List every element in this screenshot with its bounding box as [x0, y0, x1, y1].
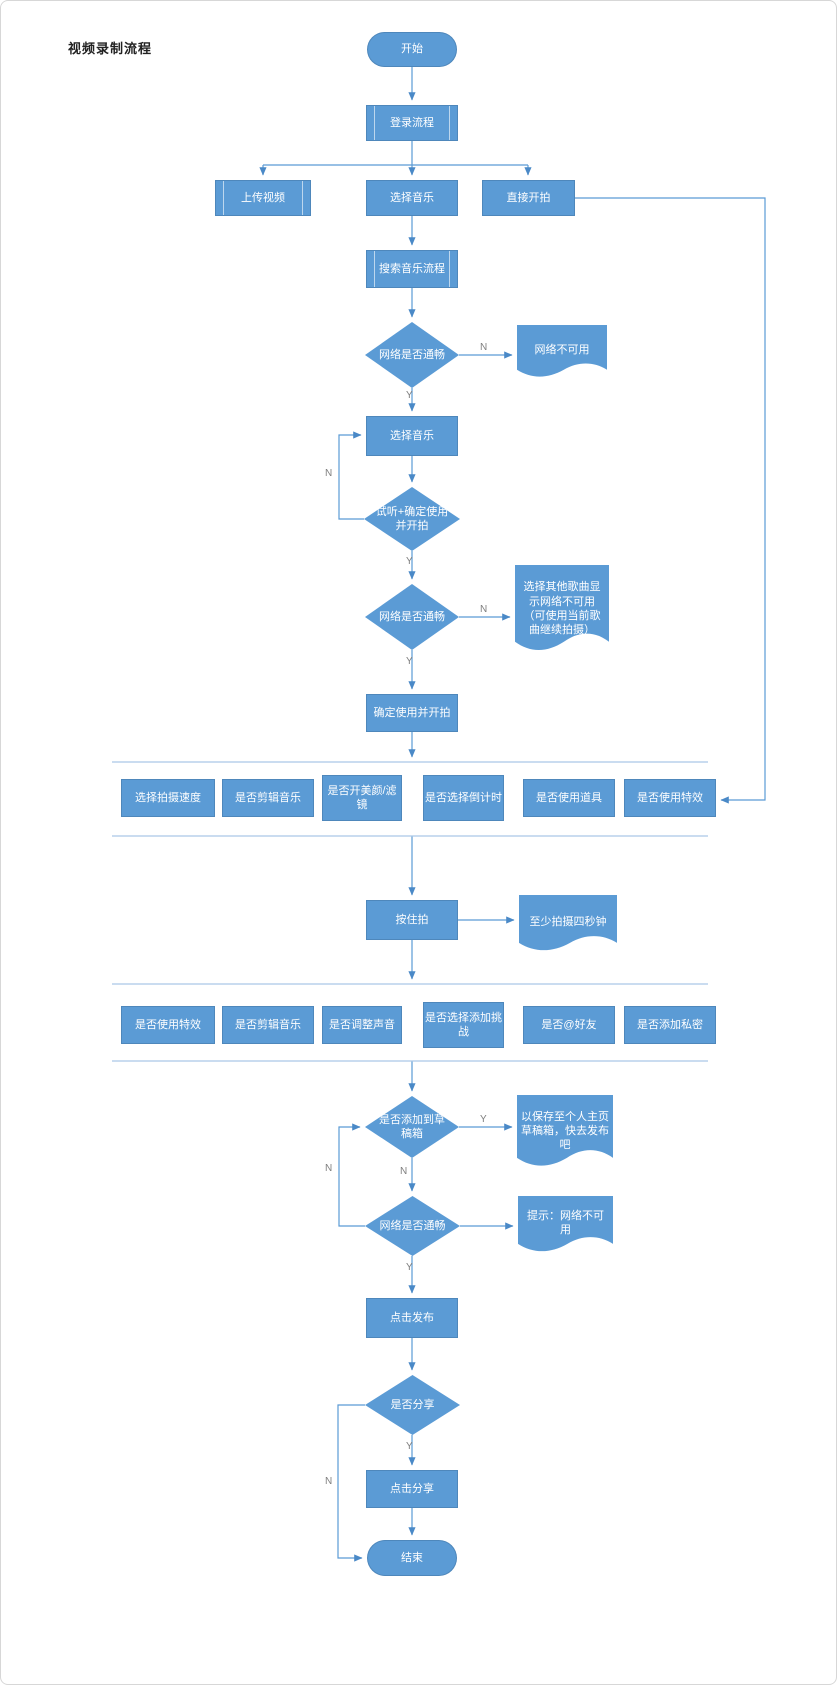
option-row2-private: 是否添加私密	[624, 1006, 716, 1044]
network-tip-document: 提示：网络不可用	[518, 1196, 613, 1258]
edge-label-y-draft: Y	[480, 1114, 487, 1125]
edge-label-n-share: N	[325, 1476, 333, 1487]
click-publish-node: 点击发布	[366, 1298, 458, 1338]
option-row1-edit-music: 是否剪辑音乐	[222, 779, 314, 817]
start-node: 开始	[367, 32, 457, 67]
edge-label-y3: Y	[406, 656, 413, 667]
option-row2-edit-music: 是否剪辑音乐	[222, 1006, 314, 1044]
network-unavailable-document: 网络不可用	[517, 325, 607, 383]
edge-label-y-share: Y	[406, 1441, 413, 1452]
option-row2-adjust-sound: 是否调整声音	[322, 1006, 402, 1044]
upload-video-node: 上传视频	[215, 180, 311, 216]
draft-saved-document: 以保存至个人主页草稿箱，快去发布吧	[517, 1095, 613, 1175]
document-shape	[518, 1196, 613, 1252]
document-shape	[515, 565, 609, 651]
flowchart-title: 视频录制流程	[68, 41, 153, 56]
other-song-unavailable-document: 选择其他歌曲显示网络不可用（可使用当前歌曲继续拍摄）	[515, 565, 609, 661]
login-process-node: 登录流程	[366, 105, 458, 141]
click-share-node: 点击分享	[366, 1470, 458, 1508]
min-duration-document: 至少拍摄四秒钟	[519, 895, 617, 957]
confirm-shoot-node: 确定使用并开拍	[366, 694, 458, 732]
end-node: 结束	[367, 1540, 457, 1576]
option-row1-beauty-filter: 是否开美颜/滤镜	[322, 775, 402, 821]
edge-label-n-loop2: N	[325, 1163, 333, 1174]
choose-music-node: 选择音乐	[366, 180, 458, 216]
option-row1-effects: 是否使用特效	[624, 779, 716, 817]
edge-label-y1: Y	[406, 390, 413, 401]
option-row1-shoot-speed: 选择拍摄速度	[121, 779, 215, 817]
choose-music-2-node: 选择音乐	[366, 416, 458, 456]
document-shape	[517, 1095, 613, 1166]
edge-label-y-net3: Y	[406, 1262, 413, 1273]
option-row2-add-challenge: 是否选择添加挑战	[423, 1002, 504, 1048]
hold-to-shoot-node: 按住拍	[366, 900, 458, 940]
edge-label-n-draft: N	[400, 1166, 408, 1177]
document-shape	[519, 895, 617, 951]
option-row2-effects: 是否使用特效	[121, 1006, 215, 1044]
option-row2-at-friends: 是否@好友	[523, 1006, 615, 1044]
edge-label-n2: N	[480, 604, 488, 615]
direct-shoot-node: 直接开拍	[482, 180, 575, 216]
edge-label-n-loop1: N	[325, 468, 333, 479]
option-row1-props: 是否使用道具	[523, 779, 615, 817]
search-music-process-node: 搜索音乐流程	[366, 250, 458, 288]
edge-label-n1: N	[480, 342, 488, 353]
option-row1-countdown: 是否选择倒计时	[423, 775, 504, 821]
edge-label-y2: Y	[406, 556, 413, 567]
document-shape	[517, 325, 607, 377]
